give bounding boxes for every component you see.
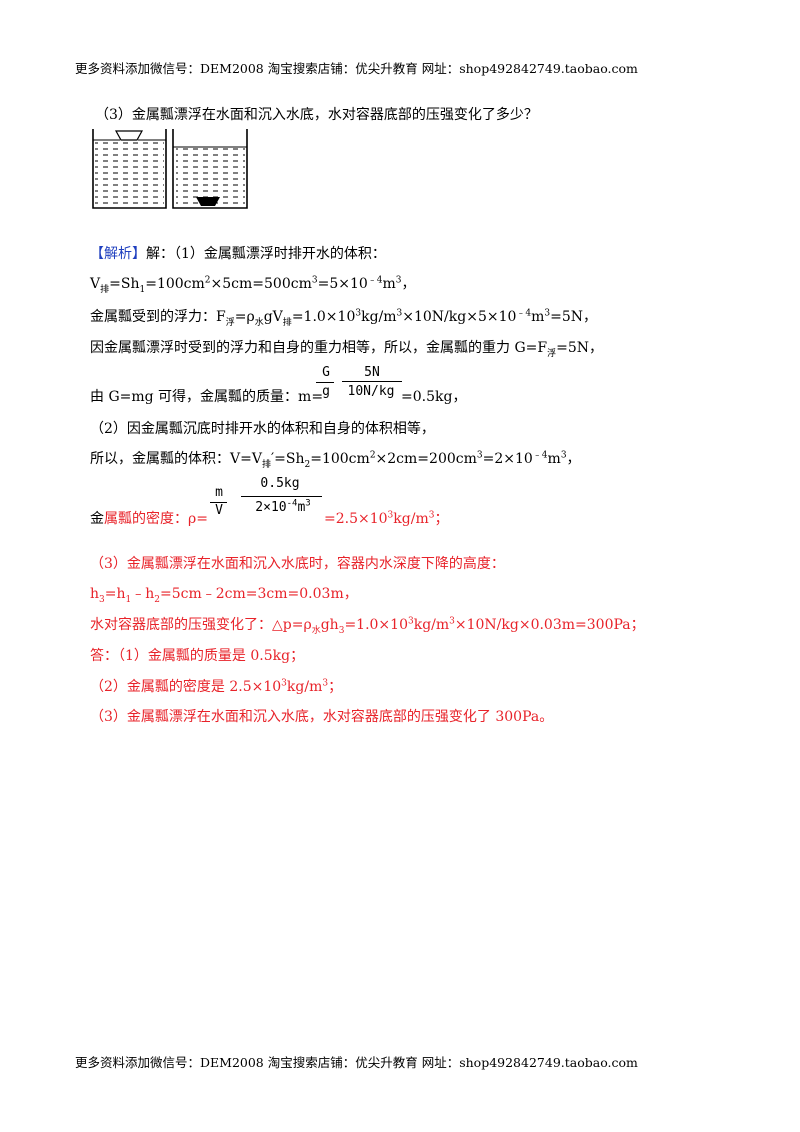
solution-line-1: 【解析】解：（1）金属瓢漂浮时排开水的体积：	[90, 246, 386, 262]
fraction-g-denominator: g	[322, 384, 330, 399]
analysis-tag: 【解析】	[90, 246, 146, 262]
fraction-mass-denominator: 10N/kg	[347, 384, 395, 399]
solution-line-3: 金属瓢受到的浮力：F浮=ρ水gV排=1.0×103kg/m3×10N/kg×5×…	[90, 308, 598, 328]
solution-line-5: 由 G=mg 可得，金属瓢的质量：m=	[90, 389, 324, 405]
solution-line-10: h3=h1﹣h2=5cm﹣2cm=3cm=0.03m，	[90, 586, 358, 605]
solution-line-9: （3）金属瓢漂浮在水面和沉入水底时，容器内水深度下降的高度：	[90, 556, 505, 572]
fraction-bar	[316, 382, 334, 383]
fraction-g-numerator: G	[322, 365, 330, 380]
fraction-density-numerator: 0.5kg	[260, 476, 300, 491]
solution-line-4: 因金属瓢漂浮时受到的浮力和自身的重力相等，所以，金属瓢的重力 G=F浮=5N，	[90, 340, 603, 359]
fraction-density-m: m	[215, 485, 223, 500]
fraction-bar	[241, 496, 322, 497]
fraction-bar	[210, 502, 227, 503]
question-text: （3）金属瓢漂浮在水面和沉入水底，水对容器底部的压强变化了多少？	[95, 107, 538, 123]
answer-line-3: （3）金属瓢漂浮在水面和沉入水底，水对容器底部的压强变化了 300Pa。	[90, 709, 554, 725]
solution-line-6: （2）因金属瓢沉底时排开水的体积和自身的体积相等，	[90, 421, 435, 437]
density-result: =2.5×103kg/m3；	[324, 510, 449, 527]
fraction-density-denominator: 2×10-4m3	[255, 498, 311, 515]
answer-line-1: 答：（1）金属瓢的质量是 0.5kg；	[90, 648, 305, 664]
fraction-bar	[342, 381, 402, 382]
page-footer: 更多资料添加微信号：DEM2008 淘宝搜索店铺：优尖升教育 网址：shop49…	[75, 1055, 638, 1070]
answer-line-2: （2）金属瓢的密度是 2.5×103kg/m3；	[90, 678, 343, 695]
page-header: 更多资料添加微信号：DEM2008 淘宝搜索店铺：优尖升教育 网址：shop49…	[75, 61, 638, 76]
solution-line-2: V排=Sh1=100cm2×5cm=500cm3=5×10﹣4m3，	[90, 275, 416, 295]
solution-line-11: 水对容器底部的压强变化了：△p=ρ水gh3=1.0×103kg/m3×10N/k…	[90, 616, 645, 636]
solution-line-7: 所以，金属瓢的体积：V=V排′=Sh2=100cm2×2cm=200cm3=2×…	[90, 450, 581, 470]
fraction-mass-numerator: 5N	[364, 365, 380, 380]
two-containers-figure	[92, 129, 248, 209]
mass-result: =0.5kg，	[401, 389, 467, 405]
fraction-density-v: V	[215, 503, 223, 518]
solution-line-8: 金属瓢的密度：ρ=	[90, 511, 208, 527]
